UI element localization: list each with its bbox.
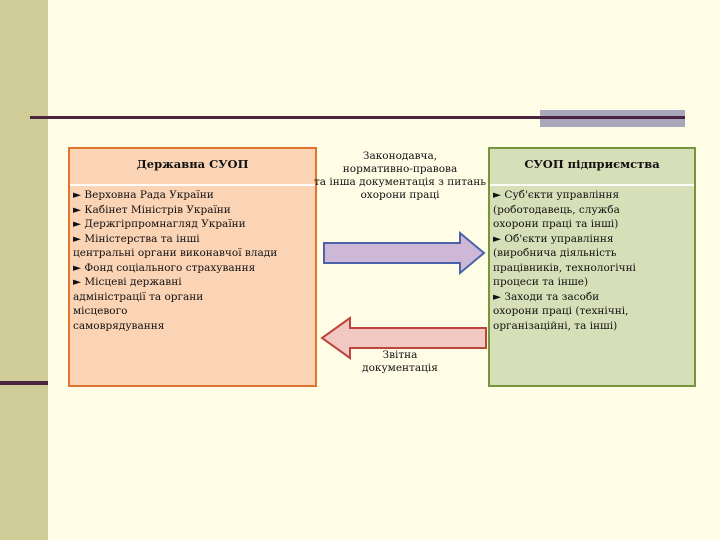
left-arrow-shape [320, 316, 487, 360]
decorative-side-bar [0, 0, 48, 540]
top-arrow-label: Законодавча, нормативно-правова та інша … [300, 150, 500, 202]
list-item: ► Держгірпромнагляд України [73, 218, 246, 230]
list-item: працівників, технологічні [493, 261, 636, 274]
list-item: ► Суб'єкти управління [493, 189, 620, 201]
label-line: документація [362, 362, 438, 374]
state-system-box: Державна СУОП ► Верховна Рада України ► … [68, 147, 317, 387]
label-line: та інша документація з питань [313, 176, 486, 188]
state-system-list: ► Верховна Рада України ► Кабінет Мініст… [70, 186, 315, 333]
bottom-arrow-label: Звітна документація [340, 349, 460, 375]
list-item: самоврядування [73, 319, 165, 332]
list-item: місцевого [73, 305, 128, 317]
list-item: охорони праці (технічні, [493, 305, 629, 317]
list-item: ► Кабінет Міністрів України [73, 203, 231, 216]
enterprise-system-box: СУОП підприємства ► Суб'єкти управління … [488, 147, 696, 387]
list-item: ► Об'єкти управління [493, 232, 614, 245]
decorative-top-rule [30, 116, 685, 119]
list-item: ► Заходи та засоби [493, 290, 600, 303]
state-system-title: Державна СУОП [70, 149, 315, 186]
list-item: ► Верховна Рада України [73, 189, 214, 201]
left-arrow [320, 316, 487, 360]
list-item: (виробнича діяльність [493, 247, 617, 259]
list-item: ► Фонд соціального страхування [73, 261, 256, 274]
list-item: процеси та інше) [493, 276, 589, 288]
right-arrow-shape [323, 230, 486, 276]
enterprise-system-title: СУОП підприємства [490, 149, 694, 186]
list-item: ► Місцеві державні [73, 276, 182, 288]
list-item: ► Міністерства та інші [73, 232, 200, 245]
list-item: центральні органи виконавчої влади [73, 247, 278, 259]
list-item: адміністрації та органи [73, 290, 204, 303]
right-arrow [323, 230, 486, 276]
list-item: (роботодавець, служба [493, 203, 620, 216]
decorative-side-accent [0, 381, 48, 385]
label-line: нормативно-правова [342, 163, 458, 175]
list-item: охорони праці та інші) [493, 218, 619, 230]
label-line: Законодавча, [362, 150, 438, 162]
list-item: організаційні, та інші) [493, 319, 618, 332]
label-line: Звітна [382, 349, 418, 361]
label-line: охорони праці [360, 189, 440, 201]
enterprise-system-list: ► Суб'єкти управління (роботодавець, слу… [490, 186, 694, 333]
